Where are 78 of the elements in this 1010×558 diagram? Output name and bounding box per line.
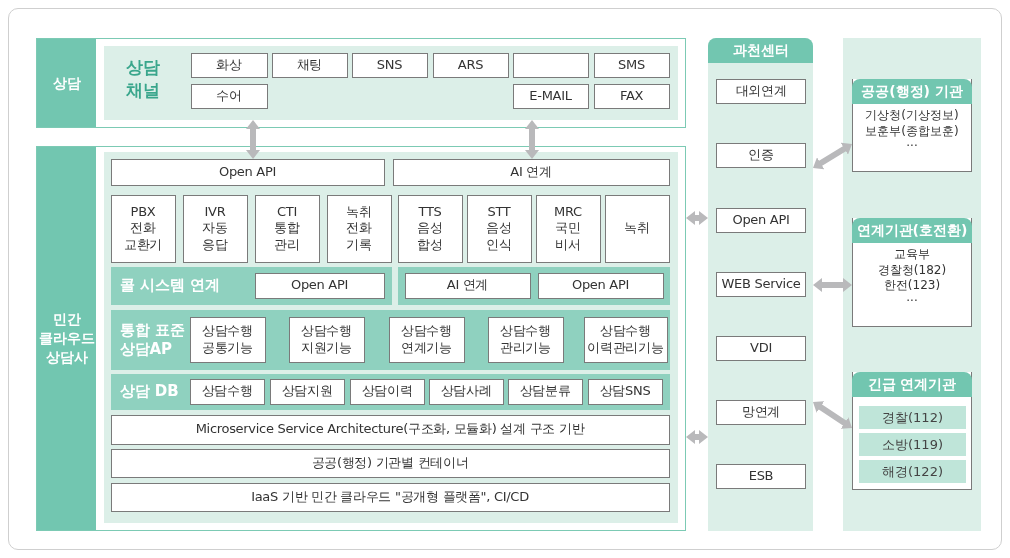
layer-band [36, 38, 686, 128]
component-box: 대외연계 [716, 79, 806, 104]
component-box: 녹취 [604, 194, 670, 263]
component-box: Open API [716, 208, 806, 233]
component-box: 상담분류 [507, 378, 583, 405]
component-box: WEB Service [716, 272, 806, 297]
agency-card [852, 79, 972, 172]
center-column [708, 38, 813, 531]
channel-panel [103, 45, 678, 120]
component-box: ARS [432, 52, 509, 78]
component-box: PBX 전화 교환기 [110, 194, 176, 263]
component-box: AI 연계 [392, 158, 670, 186]
double-arrow [813, 280, 852, 290]
component-box: 상담수행 지원기능 [288, 316, 365, 363]
layer-strip [110, 309, 670, 370]
component-box: 녹취 전화 기록 [326, 194, 392, 263]
component-box: Open API [110, 158, 385, 186]
double-arrow [686, 432, 708, 442]
section-label: 민간 클라우드 상담사 [38, 310, 95, 367]
agency-item: 경찰(112) [859, 406, 966, 429]
layer-band [36, 146, 686, 531]
card-header: 긴급 연계기관 [852, 372, 972, 397]
agency-card [852, 372, 972, 490]
component-box: FAX [593, 83, 670, 109]
agency-card [852, 218, 972, 327]
layer-strip [110, 266, 392, 305]
agency-list: 기상청(기상정보) 보훈부(종합보훈) [853, 108, 971, 140]
component-box: CTI 통합 관리 [254, 194, 320, 263]
component-box: Open API [537, 272, 664, 299]
component-box: 상담수행 관리기능 [487, 316, 564, 363]
component-box: TTS 음성 합성 [397, 194, 463, 263]
double-arrow [686, 213, 708, 223]
double-arrow [248, 120, 258, 159]
component-box: IaaS 기반 민간 클라우드 "공개형 플랫폼", CI/CD [110, 482, 670, 512]
component-box: AI 연계 [404, 272, 531, 299]
component-box: 상담수행 [189, 378, 265, 405]
component-box: 상담지원 [269, 378, 345, 405]
component-box [512, 52, 589, 78]
component-box: 채팅 [271, 52, 348, 78]
component-box: E-MAIL [512, 83, 589, 109]
component-box: 상담이력 [349, 378, 425, 405]
card-header: 공공(행정) 기관 [852, 79, 972, 104]
component-box: ESB [716, 464, 806, 489]
component-box: 화상 [190, 52, 268, 78]
layer-strip [397, 266, 670, 305]
component-box: 상담수행 연계기능 [388, 316, 465, 363]
component-box: Microservice Service Architecture(구조화, 모듈화) 설계 구조 기반 [110, 414, 670, 445]
agency-item: 해경(122) [859, 460, 966, 483]
double-arrow [527, 120, 537, 159]
double-arrow [811, 141, 854, 171]
component-box: 상담사례 [428, 378, 504, 405]
strip-title: 상담 DB [119, 381, 179, 402]
section-label: 상담 [51, 73, 82, 93]
strip-title: 통합 표준 상담AP [119, 320, 186, 359]
double-arrow [811, 399, 854, 431]
component-box: Open API [254, 272, 385, 299]
ellipsis-text: ··· [905, 293, 919, 310]
component-box: MRC 국민 비서 [535, 194, 601, 263]
component-box: 인증 [716, 143, 806, 168]
ellipsis-text: ··· [905, 139, 919, 155]
component-box: 수어 [190, 83, 268, 109]
agency-list: 교육부 경찰청(182) 한전(123) [853, 247, 971, 294]
panel-title: 상담 채널 [125, 55, 161, 103]
component-box: VDI [716, 336, 806, 361]
component-box: 상담수행 공통기능 [189, 316, 266, 363]
component-box: 상담SNS [587, 378, 663, 405]
card-header: 연계기관(호전환) [852, 218, 972, 243]
component-box: 공공(행정) 기관별 컨테이너 [110, 448, 670, 478]
component-box: SNS [351, 52, 428, 78]
column-header: 과천센터 [708, 38, 813, 63]
component-box: IVR 자동 응답 [182, 194, 248, 263]
component-box: STT 음성 인식 [466, 194, 532, 263]
component-box: SMS [593, 52, 670, 78]
layer-strip [110, 373, 670, 410]
strip-title: 콜 시스템 연계 [119, 275, 220, 296]
agency-item: 소방(119) [859, 433, 966, 456]
component-box: 상담수행 이력관리기능 [583, 316, 668, 363]
component-box: 망연계 [716, 400, 806, 425]
